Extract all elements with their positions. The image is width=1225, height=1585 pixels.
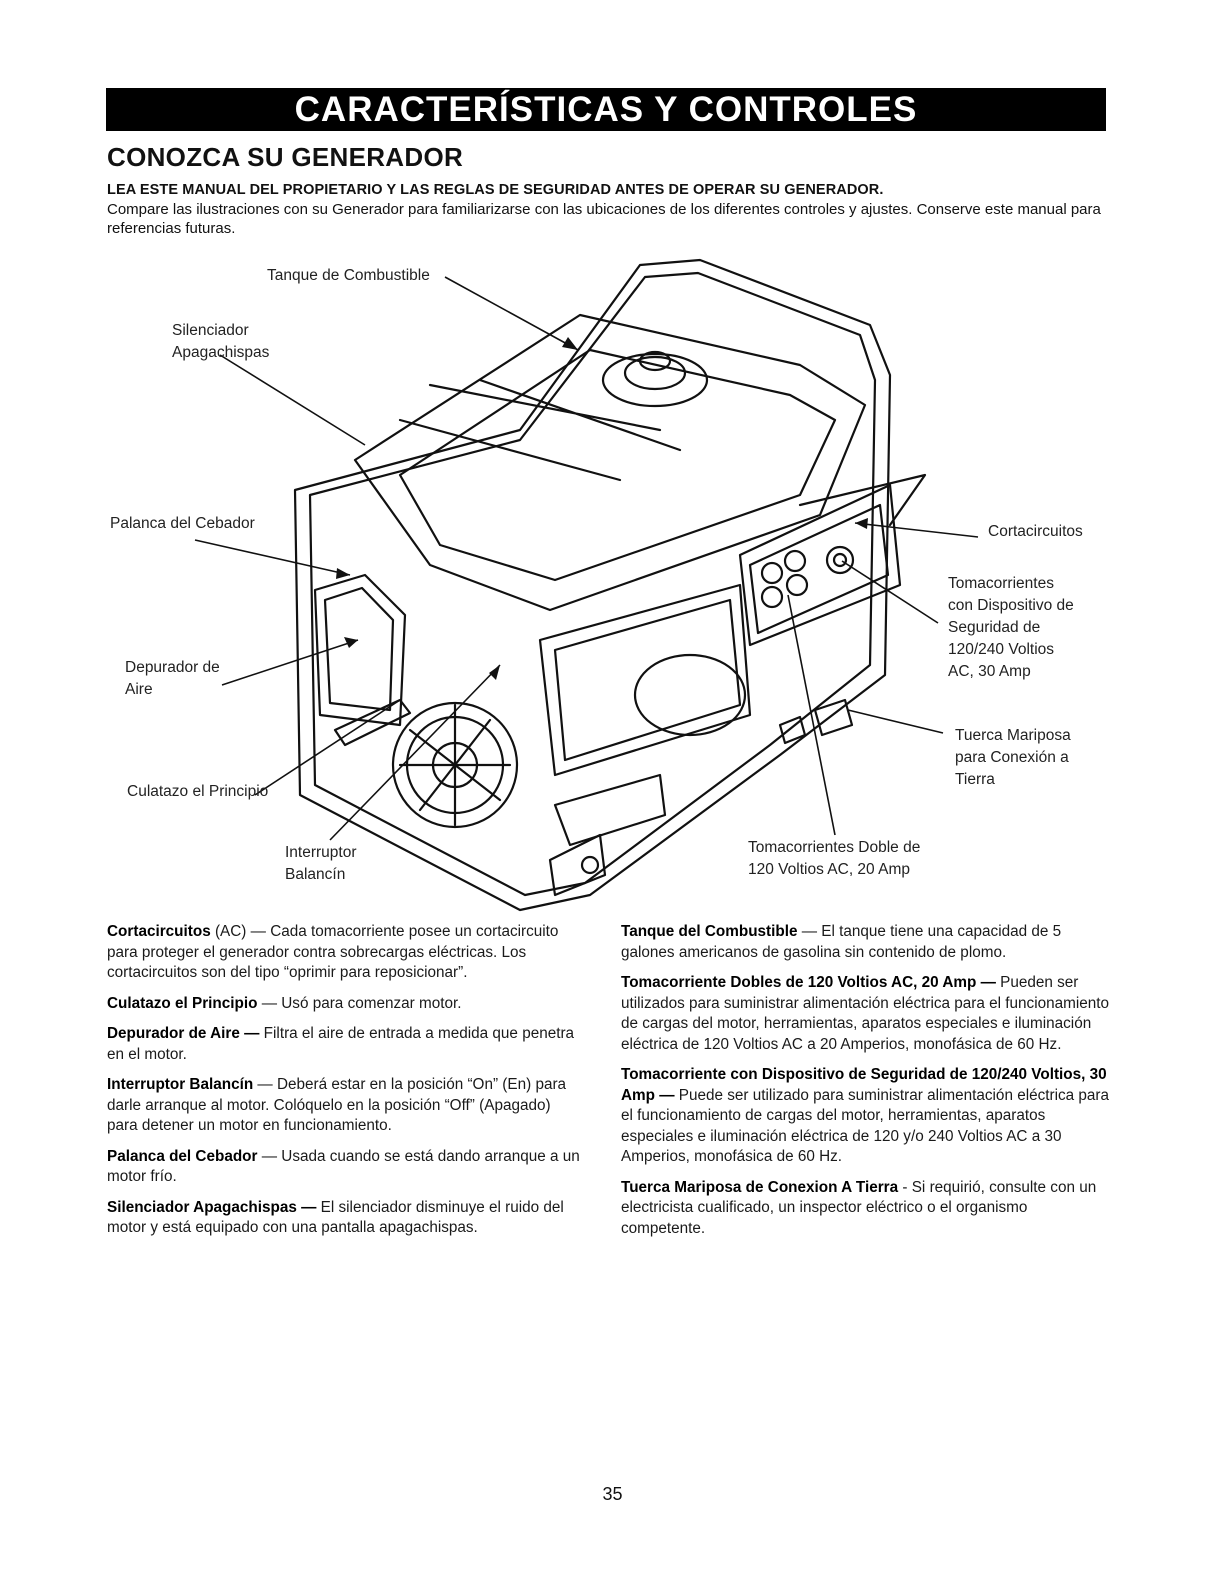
callout-duplex-outlets: Tomacorrientes Doble de 120 Voltios AC, … <box>748 837 920 881</box>
lead-text: Compare las ilustraciones con su Generad… <box>107 201 1101 237</box>
descriptions-right-column: Tanque del Combustible — El tanque tiene… <box>621 922 1111 1249</box>
description-item: Tomacorriente Dobles de 120 Voltios AC, … <box>621 973 1111 1055</box>
description-item: Culatazo el Principio — Usó para comenza… <box>107 994 585 1015</box>
callout-air-cleaner: Depurador de Aire <box>125 657 220 701</box>
description-term: Interruptor Balancín <box>107 1076 254 1093</box>
callout-line: Tuerca Mariposa <box>955 727 1071 744</box>
callout-ground-wing-nut: Tuerca Mariposa para Conexión a Tierra <box>955 725 1071 791</box>
callout-rocker-switch: Interruptor Balancín <box>285 842 357 886</box>
description-item: Silenciador Apagachispas — El silenciado… <box>107 1198 585 1239</box>
generator-drawing <box>194 258 979 912</box>
callout-fuel-tank: Tanque de Combustible <box>267 267 430 284</box>
callout-line: Interruptor <box>285 844 357 861</box>
section-banner: CARACTERÍSTICAS Y CONTROLES <box>106 88 1106 131</box>
description-text: El silenciador disminuye el ruido del mo… <box>107 1198 564 1237</box>
callout-muffler: Silenciador Apagachispas <box>172 320 269 364</box>
description-text: — Usada cuando se está dando arranque a … <box>107 1147 580 1186</box>
callout-line: para Conexión a <box>955 749 1069 766</box>
callout-line: Aire <box>125 681 153 698</box>
description-text: - Si requirió, consulte con un electrici… <box>621 1178 1097 1237</box>
description-text: Puede ser utilizado para suministrar ali… <box>621 1086 1110 1166</box>
callout-circuit-breakers: Cortacircuitos <box>988 523 1083 540</box>
description-term: Silenciador Apagachispas — <box>107 1198 317 1216</box>
callout-line: Tomacorrientes <box>948 575 1054 592</box>
lead-warning: LEA ESTE MANUAL DEL PROPIETARIO Y LAS RE… <box>107 182 884 198</box>
lead-paragraph: LEA ESTE MANUAL DEL PROPIETARIO Y LAS RE… <box>107 180 1117 238</box>
description-term: Tomacorriente Dobles de 120 Voltios AC, … <box>621 974 996 991</box>
callout-choke-lever: Palanca del Cebador <box>110 515 255 532</box>
callout-line: Tomacorrientes Doble de <box>748 839 921 856</box>
callout-line: 120 Voltios AC, 20 Amp <box>748 861 910 878</box>
description-item: Tomacorriente con Dispositivo de Segurid… <box>621 1065 1111 1168</box>
description-item: Cortacircuitos (AC) — Cada tomacorriente… <box>107 922 585 984</box>
callout-line: Silenciador <box>172 322 249 339</box>
callout-line: Balancín <box>285 866 346 883</box>
description-item: Tanque del Combustible — El tanque tiene… <box>621 922 1111 963</box>
callout-line: Tierra <box>955 771 995 788</box>
callout-line: AC, 30 Amp <box>948 663 1031 680</box>
description-term: Culatazo el Principio <box>107 994 258 1012</box>
description-text: Filtra el aire de entrada a medida que p… <box>107 1025 575 1063</box>
callout-line: con Dispositivo de <box>948 597 1074 614</box>
description-term: Tuerca Mariposa de Conexion A Tierra <box>621 1178 899 1196</box>
description-text: — El tanque tiene una capacidad de 5 gal… <box>621 923 1062 961</box>
description-term: Cortacircuitos <box>107 923 211 940</box>
callout-line: Seguridad de <box>948 619 1041 636</box>
description-text: — Deberá estar en la posición “On” (En) … <box>107 1076 567 1134</box>
callout-locking-outlet: Tomacorrientes con Dispositivo de Seguri… <box>948 573 1074 683</box>
description-term: Depurador de Aire — <box>107 1025 260 1042</box>
description-item: Tuerca Mariposa de Conexion A Tierra - S… <box>621 1178 1111 1240</box>
callout-line: Depurador de <box>125 659 220 676</box>
description-term: Tomacorriente con Dispositivo de Segurid… <box>621 1066 1107 1104</box>
callout-line: Apagachispas <box>172 344 270 361</box>
descriptions-left-column: Cortacircuitos (AC) — Cada tomacorriente… <box>107 922 585 1249</box>
description-term: Palanca del Cebador <box>107 1147 258 1165</box>
description-item: Palanca del Cebador — Usada cuando se es… <box>107 1147 585 1188</box>
generator-illustration: Tanque de Combustible Silenciador Apagac… <box>100 255 1120 920</box>
page-number: 35 <box>602 1484 623 1504</box>
description-item: Depurador de Aire — Filtra el aire de en… <box>107 1024 585 1065</box>
description-text: — Usó para comenzar motor. <box>257 994 462 1012</box>
description-item: Interruptor Balancín — Deberá estar en l… <box>107 1075 585 1137</box>
callout-line: 120/240 Voltios <box>948 641 1055 658</box>
description-text: (AC) — Cada tomacorriente posee un corta… <box>107 923 559 981</box>
description-text: Pueden ser utilizados para suministrar a… <box>621 974 1110 1053</box>
page-title: CONOZCA SU GENERADOR <box>107 142 464 172</box>
callout-recoil-starter: Culatazo el Principio <box>127 783 269 800</box>
description-term: Tanque del Combustible <box>621 923 798 940</box>
